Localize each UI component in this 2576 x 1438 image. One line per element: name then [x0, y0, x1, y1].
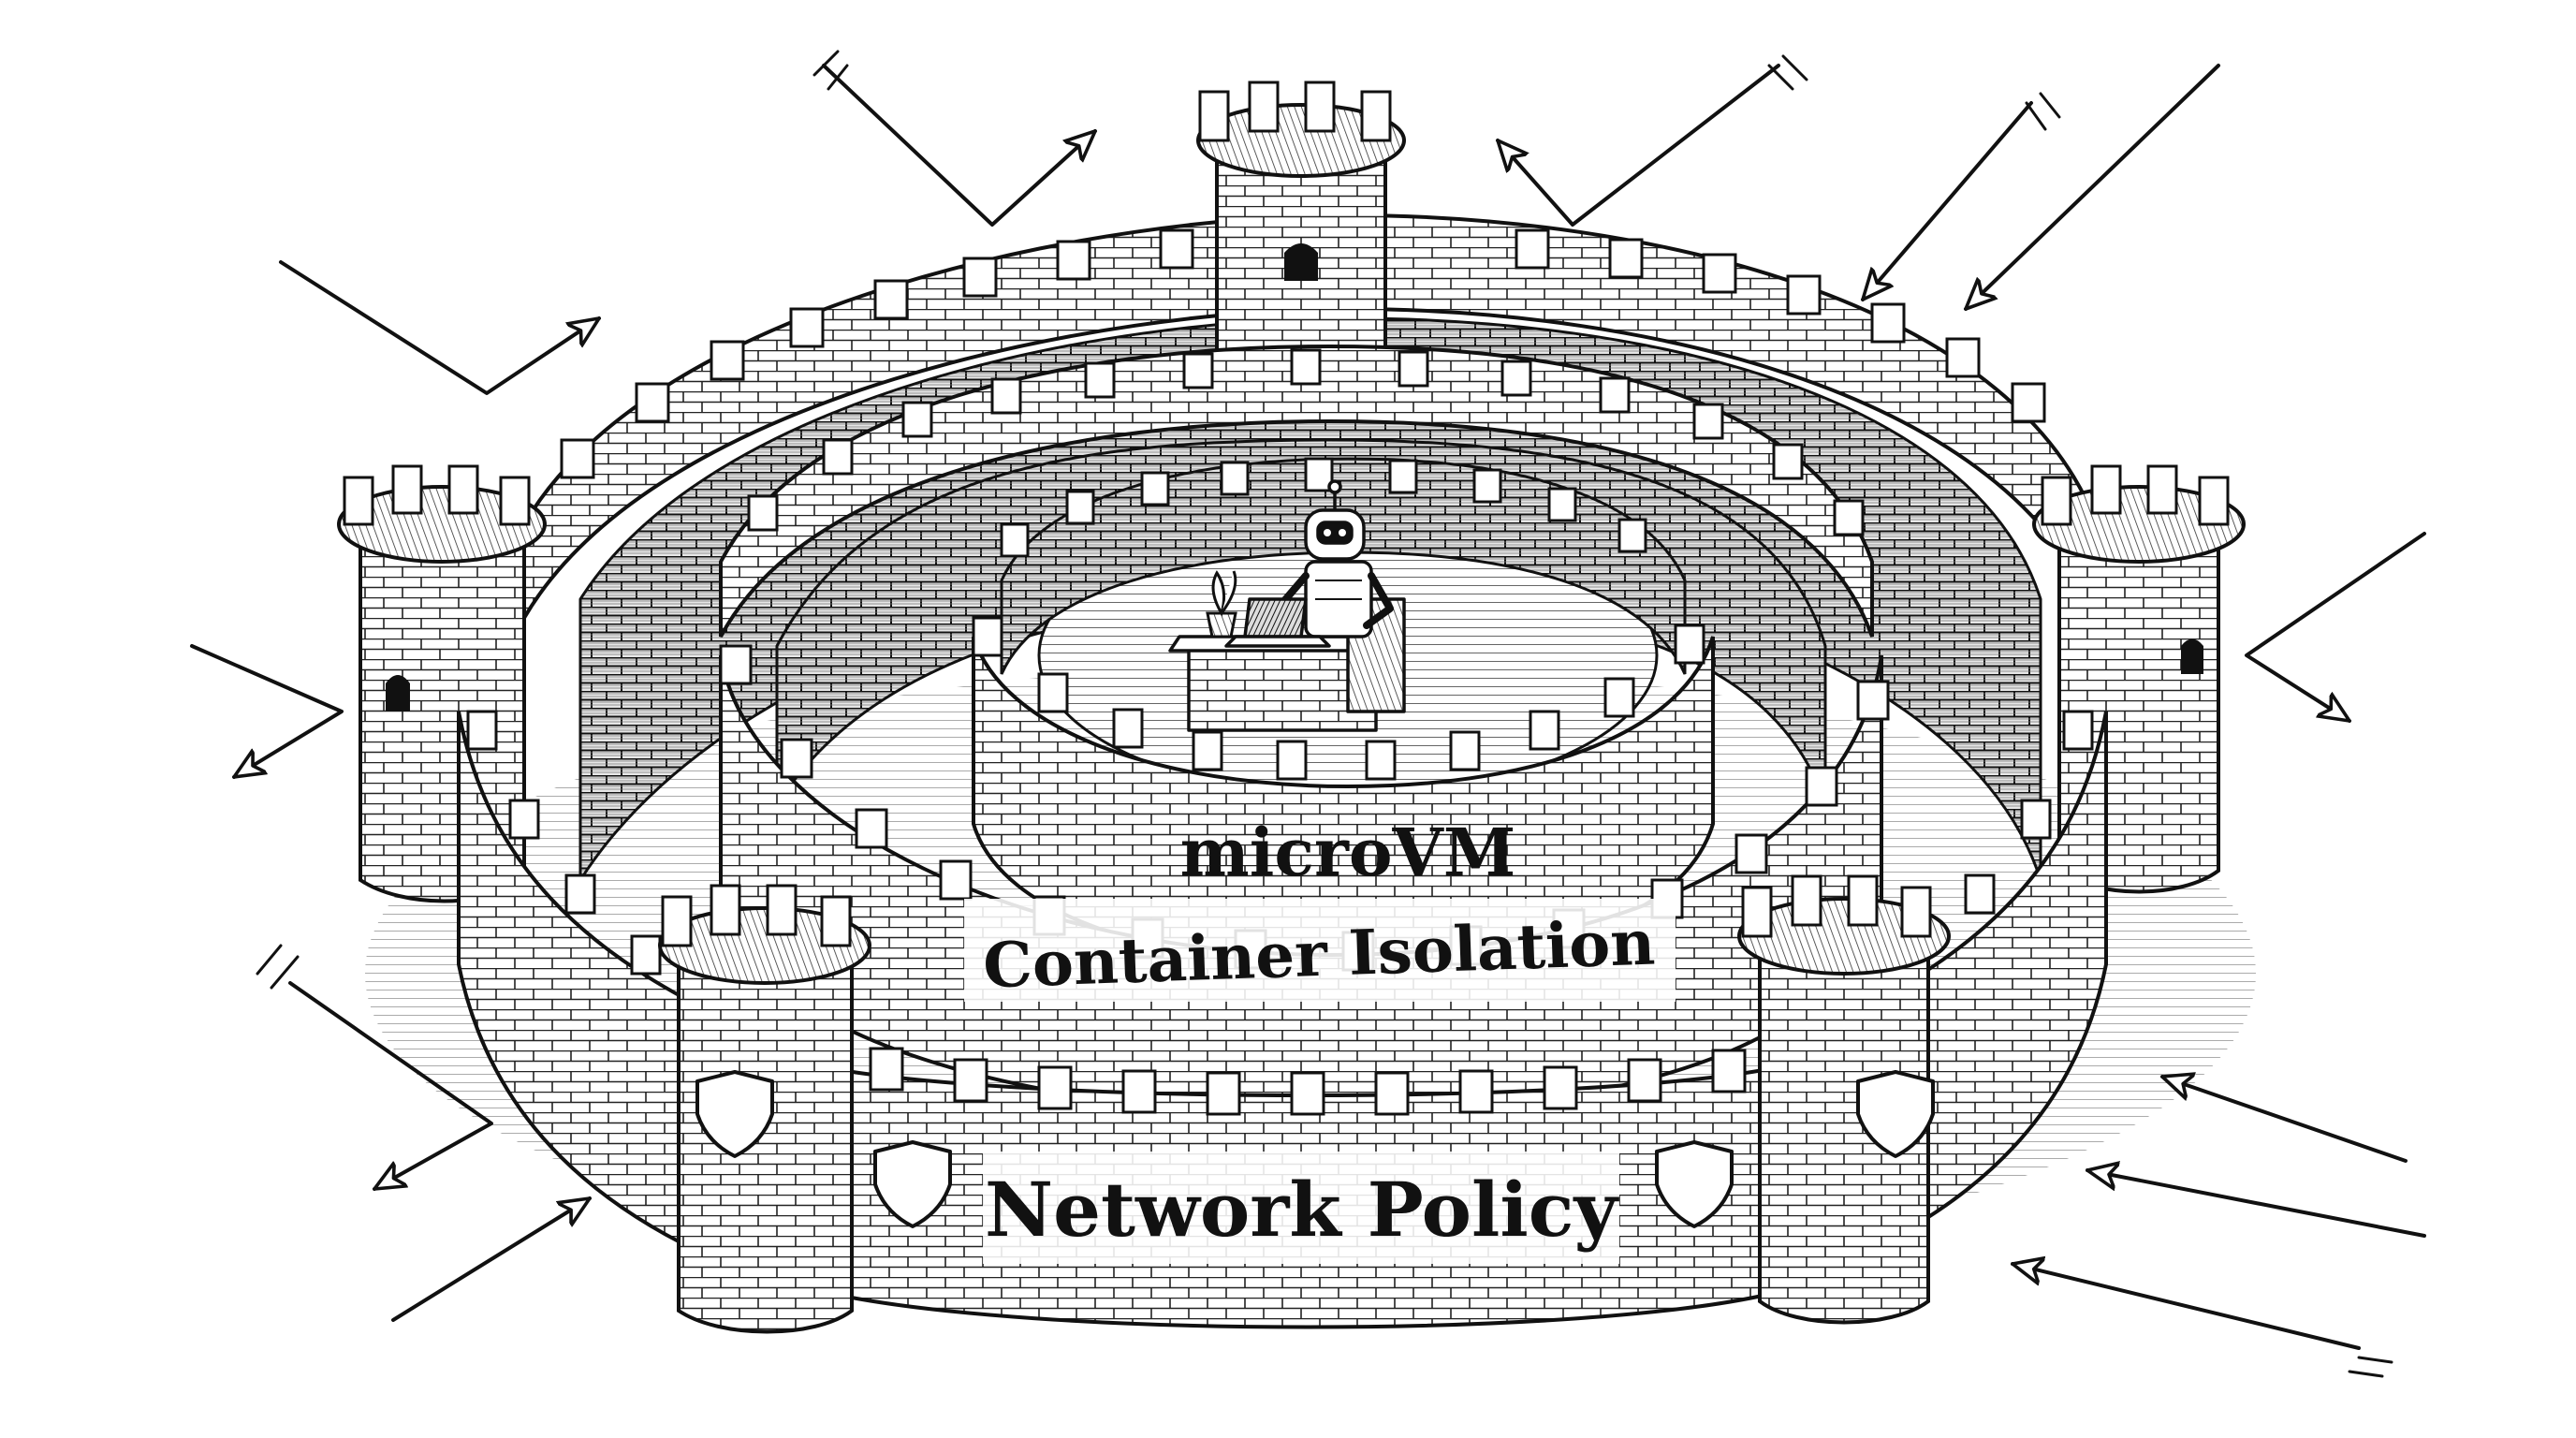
tower-icon — [2032, 464, 2246, 894]
shield-icon — [695, 1070, 774, 1158]
microvm-label: microVM — [1180, 814, 1516, 891]
middle-wall-front: Container Isolation — [719, 644, 1890, 1117]
tower-icon — [1196, 81, 1406, 372]
inner-wall-front: microVM — [972, 616, 1715, 967]
tower-icon — [1737, 874, 1951, 1325]
shield-icon — [873, 1140, 952, 1228]
network-policy-label: Network Policy — [985, 1166, 1619, 1254]
laptop-icon — [1224, 597, 1331, 648]
shield-icon — [1856, 1070, 1935, 1158]
tower-icon — [658, 884, 871, 1334]
arrow-icon — [190, 50, 2426, 1378]
shield-icon — [1655, 1140, 1734, 1228]
plant-icon — [1206, 570, 1237, 638]
